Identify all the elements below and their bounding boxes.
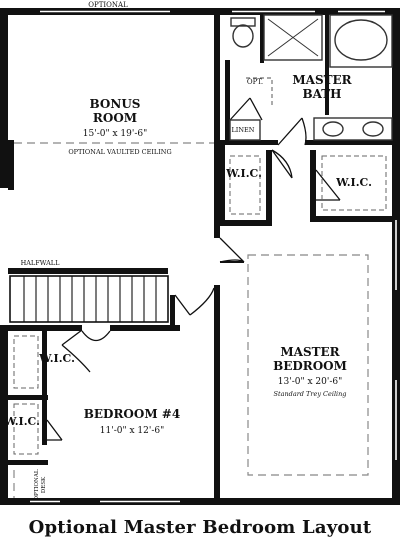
bedroom4-name: BEDROOM #4 (84, 407, 180, 421)
staircase (8, 268, 169, 323)
master-bedroom-dims: 13'-0" x 20'-6" (278, 377, 342, 387)
plan-caption: Optional Master Bedroom Layout (28, 517, 372, 538)
room-labels: OPTIONAL BONUS ROOM 15'-0" x 19'-6" OPTI… (3, 1, 372, 501)
wic-left-label: W.I.C. (225, 167, 262, 180)
tub (329, 14, 393, 68)
doors (46, 97, 341, 441)
linen-label: LINEN (231, 126, 254, 134)
door-bed4 (81, 330, 111, 342)
halfwall-label: HALFWALL (21, 259, 61, 267)
door-wic-lower (46, 419, 63, 441)
interior-walls (8, 8, 395, 500)
bonus-room-note: OPTIONAL VAULTED CEILING (68, 148, 171, 156)
bonus-room-name-1: BONUS (90, 97, 141, 111)
optional-desk-line1: OPTIONAL (34, 469, 40, 500)
bonus-room-name-2: ROOM (93, 111, 137, 125)
door-wic-right (315, 169, 341, 201)
halfwall (8, 268, 168, 274)
vanity (313, 117, 393, 141)
door-linen (229, 97, 263, 121)
door-master-bedroom (219, 237, 245, 263)
wic-lower-label: W.I.C. (3, 415, 40, 428)
linen-shelf (229, 119, 261, 141)
master-bedroom-note: Standard Trey Ceiling (274, 390, 347, 398)
master-bedroom-name-1: MASTER (280, 345, 340, 359)
door-bath (277, 117, 307, 146)
left-wall-step (8, 140, 14, 190)
bonus-room-dims: 15'-0" x 19'-6" (83, 129, 147, 139)
door-wic-left (271, 149, 293, 179)
optional-top-label: OPTIONAL (88, 1, 128, 9)
bath-fixtures (229, 14, 393, 141)
master-bedroom-name-2: BEDROOM (273, 359, 347, 373)
ceiling-lines (13, 142, 369, 498)
optional-desk-line2: DESK (41, 476, 47, 493)
left-wall-lower (0, 325, 8, 505)
door-wic-bed4 (61, 329, 91, 373)
stair-treads (23, 276, 157, 322)
wic-bed4-label: W.I.C. (38, 352, 75, 365)
left-wall-upper (0, 8, 8, 188)
bottom-wall (0, 498, 400, 505)
master-bath-name-1: MASTER (292, 73, 352, 87)
door-bonus-to-hall (174, 287, 215, 316)
top-wall (0, 8, 400, 15)
closet-shelving (13, 155, 387, 455)
toilet (230, 17, 256, 48)
wic-right-label: W.I.C. (335, 176, 372, 189)
opt-linen-dashed (246, 77, 273, 108)
shower (263, 14, 323, 61)
trey-ceiling (247, 254, 369, 476)
master-bath-name-2: BATH (302, 87, 341, 101)
windows (30, 10, 397, 503)
bedroom4-dims: 11'-0" x 12'-6" (100, 426, 164, 436)
opt-label: OPT. (247, 78, 263, 86)
